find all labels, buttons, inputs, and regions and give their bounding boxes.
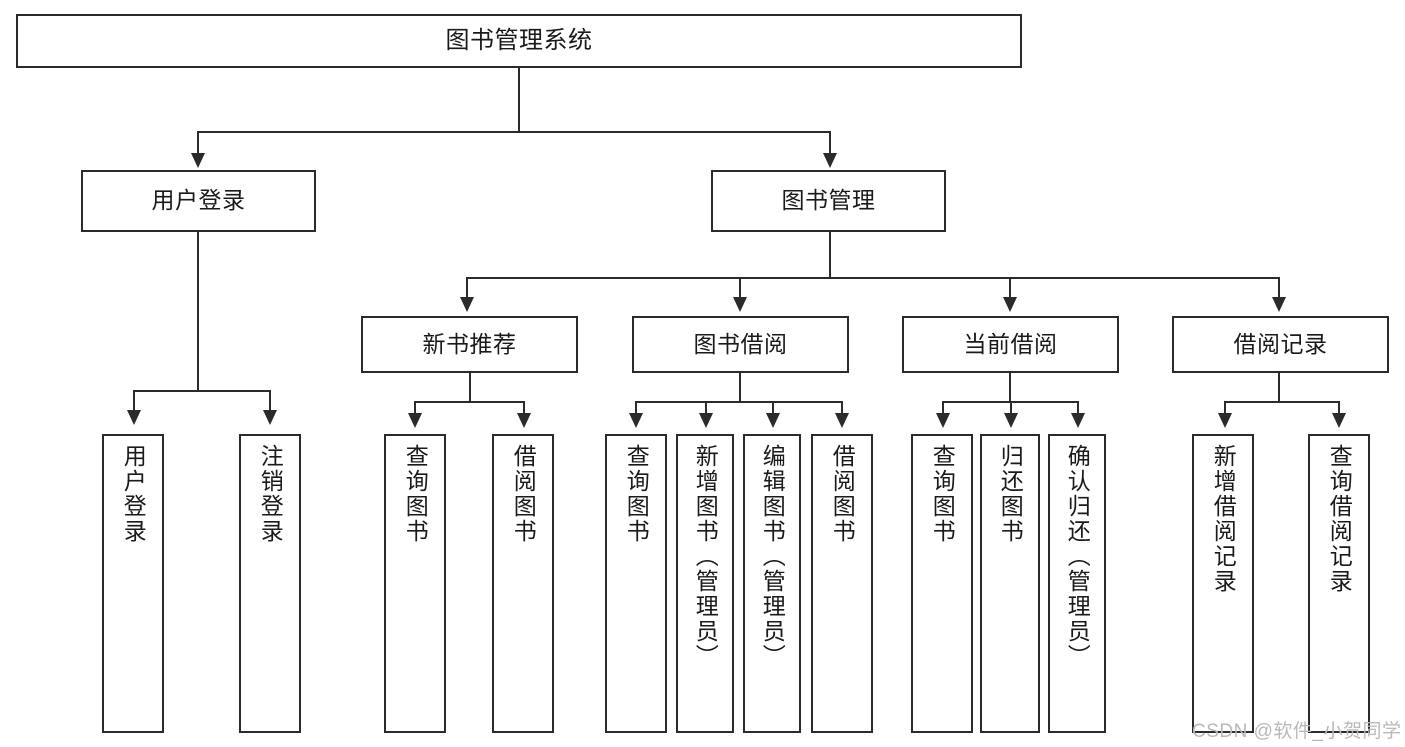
node-label: 确认归还（管理员） <box>1064 444 1091 669</box>
connector-root-to-book-management <box>829 131 832 155</box>
node-label: 查询图书 <box>929 444 956 544</box>
connector-level3-bus <box>466 277 1278 280</box>
connector-nbr-child-2 <box>523 401 526 415</box>
connector-br-child-2 <box>1338 401 1341 415</box>
node-label: 新书推荐 <box>422 330 517 357</box>
connector-cb-child-3 <box>1077 401 1080 415</box>
connector-current-borrow-stem <box>1009 373 1012 403</box>
leaf-user-login-logout[interactable]: 注销登录 <box>239 434 301 733</box>
connector-bb-child-1 <box>635 401 638 415</box>
connector-cb-child-2 <box>1010 401 1013 415</box>
arrowhead-leaf-bb-2 <box>699 413 713 428</box>
connector-to-borrow-record <box>1278 277 1281 299</box>
node-label: 查询图书 <box>623 444 650 544</box>
node-book-borrow[interactable]: 图书借阅 <box>632 316 849 373</box>
connector-root-to-user-login <box>197 131 200 155</box>
leaf-user-login-login[interactable]: 用户登录 <box>102 434 164 733</box>
connector-user-login-child-1 <box>133 390 136 412</box>
arrowhead-borrow-record <box>1272 297 1286 312</box>
node-label: 图书管理 <box>781 187 876 214</box>
connector-br-child-1 <box>1224 401 1227 415</box>
node-borrow-record[interactable]: 借阅记录 <box>1172 316 1389 373</box>
leaf-book-borrow-query-book[interactable]: 查询图书 <box>605 434 667 733</box>
leaf-current-borrow-return-book[interactable]: 归还图书 <box>980 434 1040 733</box>
arrowhead-leaf-br-1 <box>1218 413 1232 428</box>
node-label: 编辑图书（管理员） <box>759 444 786 669</box>
node-current-borrow[interactable]: 当前借阅 <box>902 316 1119 373</box>
arrowhead-current-borrow <box>1003 297 1017 312</box>
arrowhead-leaf-bb-1 <box>629 413 643 428</box>
connector-book-management-stem <box>829 232 832 278</box>
leaf-book-borrow-add-book-admin[interactable]: 新增图书（管理员） <box>676 434 734 733</box>
arrowhead-leaf-user-login-1 <box>127 410 141 425</box>
leaf-borrow-record-query-record[interactable]: 查询借阅记录 <box>1308 434 1370 733</box>
node-label: 图书借阅 <box>693 330 788 357</box>
node-root-book-management-system[interactable]: 图书管理系统 <box>16 14 1022 68</box>
arrowhead-leaf-bb-3 <box>766 413 780 428</box>
arrowhead-leaf-br-2 <box>1332 413 1346 428</box>
leaf-new-book-borrow-book[interactable]: 借阅图书 <box>492 434 554 733</box>
node-label: 查询图书 <box>402 444 429 544</box>
connector-user-login-bus <box>133 390 269 393</box>
connector-user-login-stem <box>197 232 200 392</box>
connector-borrow-record-bus <box>1224 401 1340 404</box>
connector-cb-child-1 <box>942 401 945 415</box>
node-label: 新增图书（管理员） <box>692 444 719 669</box>
node-label: 借阅图书 <box>829 444 856 544</box>
node-label: 借阅图书 <box>510 444 537 544</box>
connector-bb-child-3 <box>772 401 775 415</box>
connector-nbr-child-1 <box>414 401 417 415</box>
connector-to-new-book-recommend <box>466 277 469 299</box>
leaf-book-borrow-edit-book-admin[interactable]: 编辑图书（管理员） <box>743 434 801 733</box>
connector-bb-child-2 <box>705 401 708 415</box>
arrowhead-book-management <box>823 153 837 168</box>
connector-new-book-recommend-stem <box>469 373 472 403</box>
node-user-login[interactable]: 用户登录 <box>81 170 316 232</box>
node-label: 用户登录 <box>151 187 246 214</box>
arrowhead-leaf-nbr-1 <box>408 413 422 428</box>
node-label: 查询借阅记录 <box>1326 444 1353 594</box>
node-new-book-recommend[interactable]: 新书推荐 <box>361 316 578 373</box>
arrowhead-new-book-recommend <box>460 297 474 312</box>
node-label: 当前借阅 <box>963 330 1058 357</box>
arrowhead-leaf-bb-4 <box>835 413 849 428</box>
connector-new-book-recommend-bus <box>414 401 525 404</box>
leaf-current-borrow-query-book[interactable]: 查询图书 <box>911 434 973 733</box>
node-label: 归还图书 <box>997 444 1024 544</box>
connector-to-book-borrow <box>739 277 742 299</box>
csdn-watermark: CSDN @软件_小贺同学 <box>1192 721 1402 742</box>
connector-to-current-borrow <box>1009 277 1012 299</box>
node-label: 借阅记录 <box>1233 330 1328 357</box>
arrowhead-leaf-cb-1 <box>936 413 950 428</box>
arrowhead-leaf-cb-3 <box>1071 413 1085 428</box>
leaf-borrow-record-add-record[interactable]: 新增借阅记录 <box>1192 434 1254 733</box>
node-book-management[interactable]: 图书管理 <box>711 170 946 232</box>
arrowhead-leaf-nbr-2 <box>517 413 531 428</box>
connector-book-borrow-stem <box>739 373 742 403</box>
connector-book-borrow-bus <box>635 401 843 404</box>
arrowhead-user-login <box>191 153 205 168</box>
arrowhead-leaf-cb-2 <box>1004 413 1018 428</box>
node-label: 注销登录 <box>257 444 284 544</box>
connector-root-bus <box>197 131 831 134</box>
connector-borrow-record-stem <box>1278 373 1281 403</box>
node-label: 新增借阅记录 <box>1210 444 1237 594</box>
connector-user-login-child-2 <box>269 390 272 412</box>
connector-root-stem <box>518 68 521 132</box>
leaf-current-borrow-confirm-return-admin[interactable]: 确认归还（管理员） <box>1048 434 1106 733</box>
connector-bb-child-4 <box>841 401 844 415</box>
arrowhead-leaf-user-login-2 <box>263 410 277 425</box>
node-label: 用户登录 <box>120 444 147 544</box>
arrowhead-book-borrow <box>733 297 747 312</box>
node-label: 图书管理系统 <box>445 26 593 54</box>
leaf-book-borrow-borrow-book[interactable]: 借阅图书 <box>811 434 873 733</box>
leaf-new-book-query-book[interactable]: 查询图书 <box>384 434 446 733</box>
